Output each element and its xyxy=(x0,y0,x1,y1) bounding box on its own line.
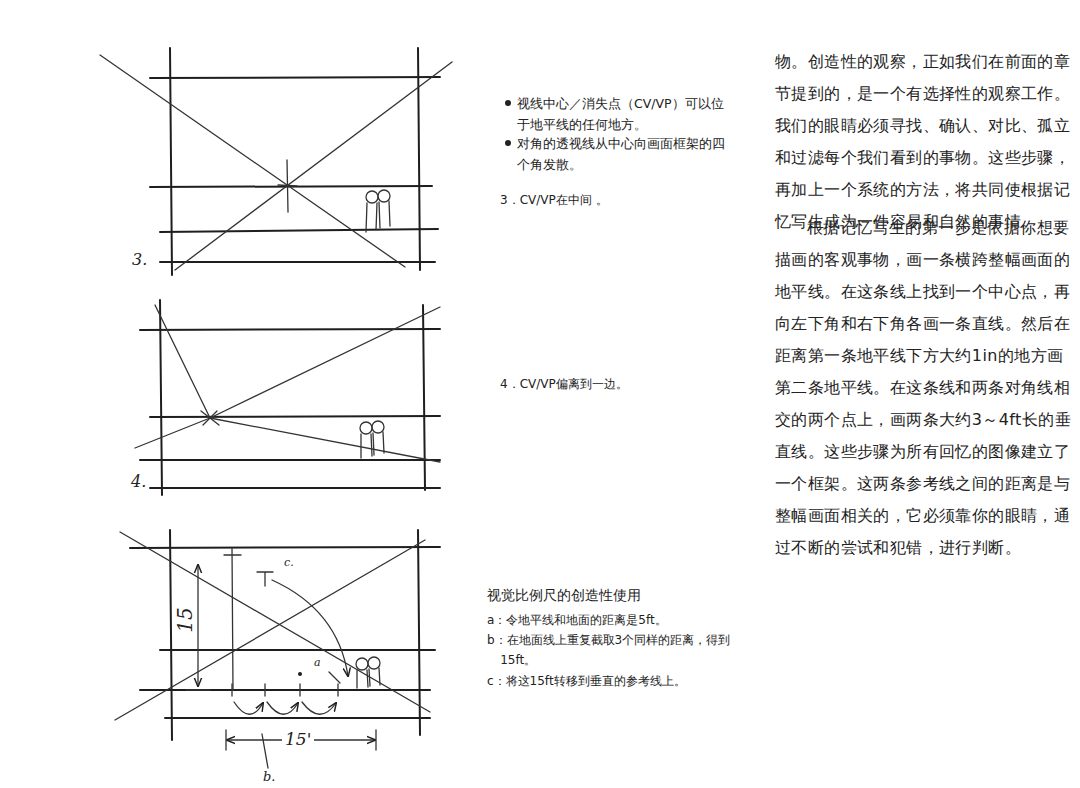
stool-figures xyxy=(356,657,380,688)
sketch-number: 3. xyxy=(132,250,147,269)
bullet-dot xyxy=(505,140,511,146)
bullet-note: 视线中心／消失点（CV/VP）可以位于地平线的任何地方。 xyxy=(517,93,732,135)
sketch-center-vp xyxy=(100,48,452,275)
body-paragraph: 根据记忆写生的第一步是依据你想要描画的客观事物，画一条横跨整幅画面的地平线。在这… xyxy=(775,212,1075,564)
callout-letter: c. xyxy=(284,556,294,569)
section-heading: 视觉比例尺的创造性使用 xyxy=(487,587,641,605)
stool-figures xyxy=(360,421,384,458)
scale-note: b：在地面线上重复截取3个同样的距离，得到15ft。 xyxy=(487,630,732,670)
bullet-dot xyxy=(505,100,511,106)
bullet-note: 对角的透视线从中心向画面框架的四个角发散。 xyxy=(517,133,732,175)
scale-note: c：将这15ft转移到垂直的参考线上。 xyxy=(487,671,745,691)
callout-letter: b. xyxy=(263,769,275,784)
dimension-label: 15 xyxy=(173,607,197,632)
dimension-label: 15' xyxy=(282,729,314,749)
callout-letter: a xyxy=(314,656,321,669)
sketch-offset-vp xyxy=(135,300,440,495)
scale-note: a：令地平线和地面的距离是5ft。 xyxy=(487,610,745,630)
body-paragraph: 物。创造性的观察，正如我们在前面的章节提到的，是一个有选择性的观察工作。我们的眼… xyxy=(775,46,1075,238)
sketch-number: 4. xyxy=(131,472,146,491)
sketch-caption: 4．CV/VP偏离到一边。 xyxy=(500,376,628,393)
sketch-caption: 3．CV/VP在中间 。 xyxy=(500,192,608,209)
stool-figures xyxy=(366,190,390,232)
sketch-visual-scale xyxy=(115,530,440,768)
